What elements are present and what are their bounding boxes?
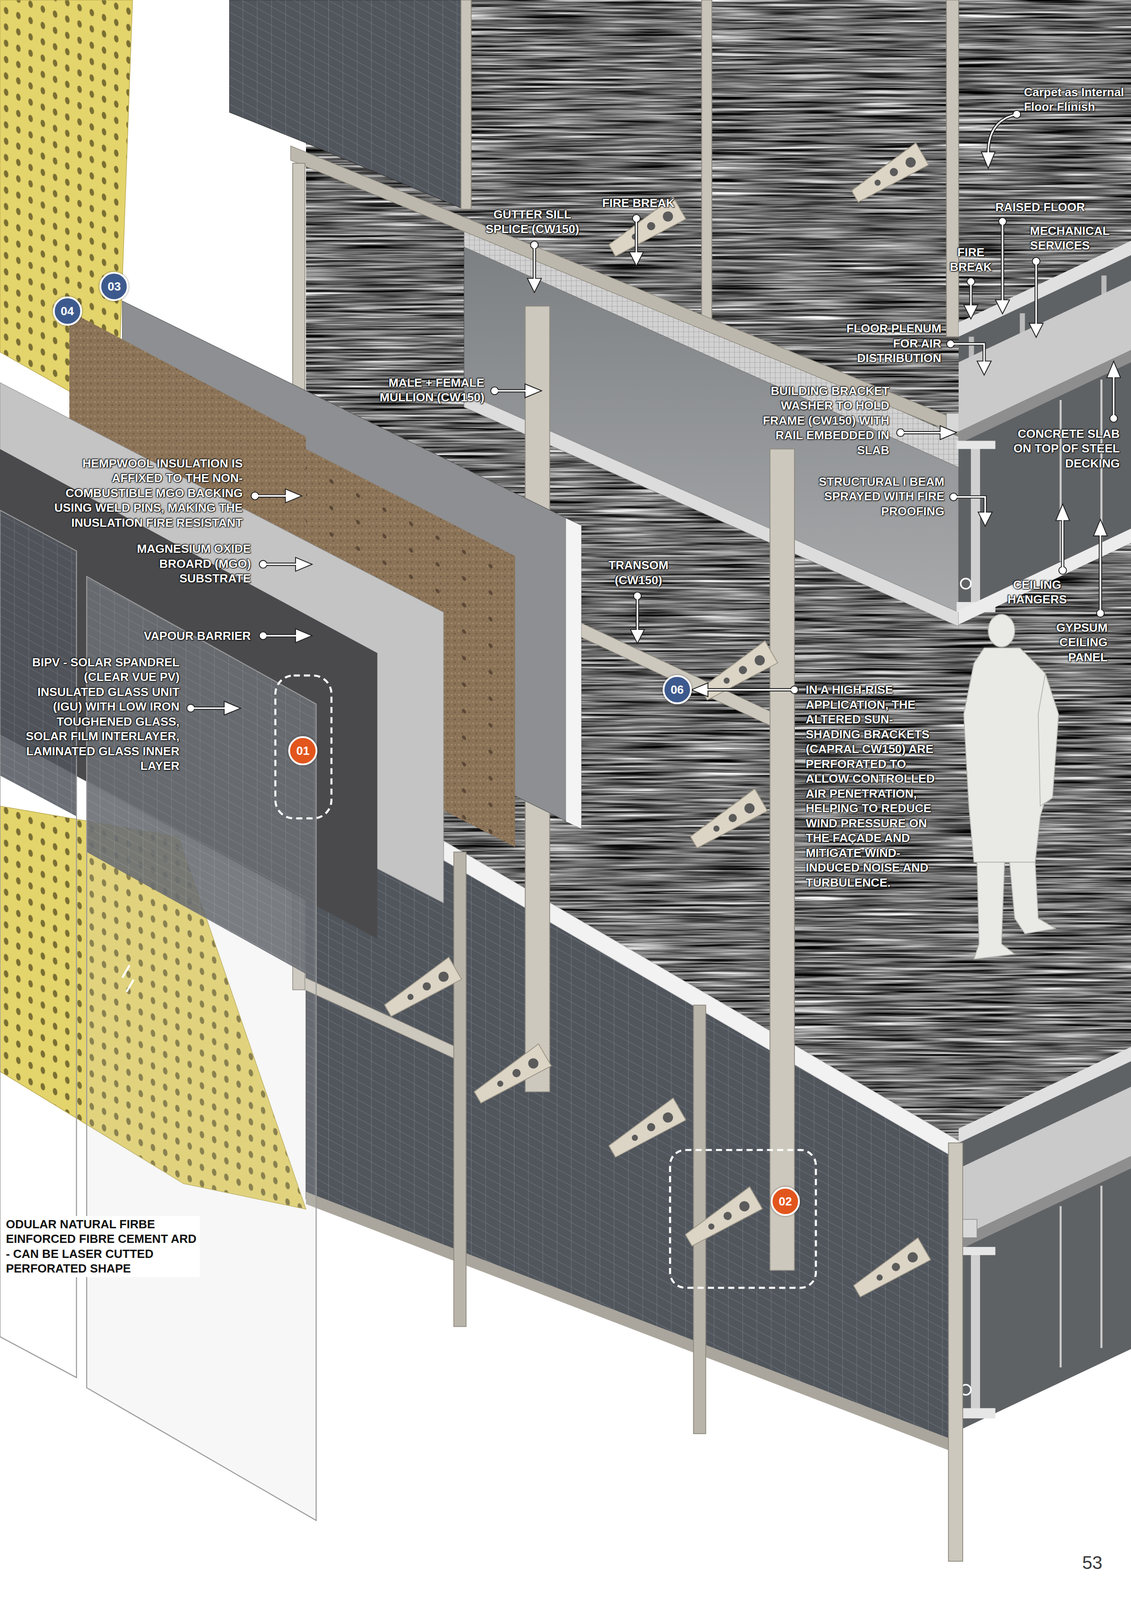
callout-label: MALE + FEMALE MULLION (CW150) — [367, 375, 485, 405]
sun-shading-bracket — [680, 1186, 763, 1249]
human-figure — [988, 614, 1015, 648]
callout-label: BUILDING BRACKET WASHER TO HOLD FRAME (C… — [761, 383, 890, 458]
callout-text: 02 — [778, 1195, 792, 1208]
exploded-wall-layers — [565, 518, 582, 829]
lower-floor-section — [956, 1046, 1131, 1431]
human-figure — [1038, 673, 1059, 807]
callout-label: CEILING HANGERS — [998, 577, 1076, 608]
callout-label: BIPV - SOLAR SPANDREL (CLEAR VUE PV) INS… — [16, 654, 180, 774]
human-figure — [1009, 861, 1056, 934]
callout-label: STRUCTURAL I BEAM SPRAYED WITH FIRE PROO… — [809, 474, 945, 519]
callout-label: IN A HIGH-RISE APPLICATION, THE ALTERED … — [805, 682, 937, 890]
upper-floor-section — [956, 240, 1131, 625]
callout-label: FIRE BREAK — [946, 244, 996, 275]
sun-shading-bracket — [846, 142, 929, 205]
sun-shading-bracket — [849, 1237, 931, 1300]
callout-text: 04 — [60, 305, 74, 317]
leader-line — [187, 111, 1119, 714]
upper-floor-section — [958, 242, 1131, 625]
callout-label: TRANSOM (CW150) — [597, 557, 680, 588]
leader-line — [187, 111, 1119, 714]
mullion-frame — [948, 1142, 963, 1562]
detail-outline — [275, 675, 332, 819]
callout-label: FLOOR PLENUM FOR AIR DISTRIBUTION — [839, 321, 942, 366]
lower-floor-section — [970, 1250, 981, 1412]
upper-floor-section — [958, 528, 1131, 625]
exploded-wall-layers — [126, 979, 134, 992]
sun-shading-bracket — [604, 1097, 686, 1160]
upper-facade — [461, 0, 472, 210]
lower-floor-section — [958, 1086, 1131, 1238]
callout-label: CONCRETE SLAB ON TOP OF STEEL DECKING — [1005, 426, 1120, 472]
callout-label: HEMPWOOL INSULATION IS AFFIXED TO THE NO… — [38, 456, 243, 531]
page-number: 53 — [1082, 1552, 1103, 1573]
sun-shading-bracket — [469, 1043, 552, 1106]
mullion-frame — [693, 1005, 706, 1434]
human-figure — [963, 614, 1059, 960]
upper-facade — [701, 0, 712, 322]
callout-label: Carpet as Internal Floor Flinish — [1023, 84, 1126, 115]
upper-floor-section — [956, 440, 996, 449]
callout-text: 06 — [670, 683, 684, 696]
callout-number: 04 — [52, 296, 83, 326]
upper-facade — [946, 0, 959, 337]
callout-text: 01 — [296, 744, 310, 757]
lower-floor-section — [958, 1156, 1131, 1251]
exploded-wall-layers — [0, 300, 582, 1521]
lower-floor-section — [958, 1048, 1131, 1431]
exploded-wall-layers — [122, 964, 130, 978]
callout-number: 03 — [99, 271, 129, 301]
lower-facade — [306, 1191, 959, 1454]
sun-shading-bracket — [379, 957, 462, 1020]
callout-number: 01 — [288, 736, 318, 766]
callout-label: ODULAR NATURAL FIRBE EINFORCED FIBRE CEM… — [4, 1215, 200, 1277]
callout-number: 06 — [662, 674, 692, 705]
detail-outline — [275, 675, 816, 1288]
mullion-frame — [769, 448, 795, 1271]
callout-number: 02 — [770, 1186, 800, 1216]
callout-label: FIRE BREAK — [601, 195, 675, 211]
mullion-frame — [453, 851, 467, 1327]
callout-label: MAGNESIUM OXIDE BROARD (MGO) SUBSTRATE — [128, 541, 251, 587]
sun-shading-bracket — [685, 788, 768, 851]
detail-outline — [669, 1149, 816, 1288]
callout-label: MECHANICAL SERVICES — [1030, 223, 1125, 254]
upper-floor-section — [970, 443, 981, 605]
callout-text: 03 — [107, 280, 121, 293]
human-figure — [974, 861, 1015, 960]
upper-floor-section — [960, 578, 971, 589]
callout-label: GYPSUM CEILING PANEL — [1036, 620, 1108, 665]
leader-line — [187, 111, 1119, 714]
callout-label: GUTTER SILL SPLICE (CW150) — [481, 207, 584, 237]
lower-floor-section — [1059, 1205, 1062, 1367]
callout-label: VAPOUR BARRIER — [143, 628, 251, 644]
callout-label: RAISED FLOOR — [995, 199, 1085, 215]
lower-floor-section — [1100, 1185, 1103, 1349]
